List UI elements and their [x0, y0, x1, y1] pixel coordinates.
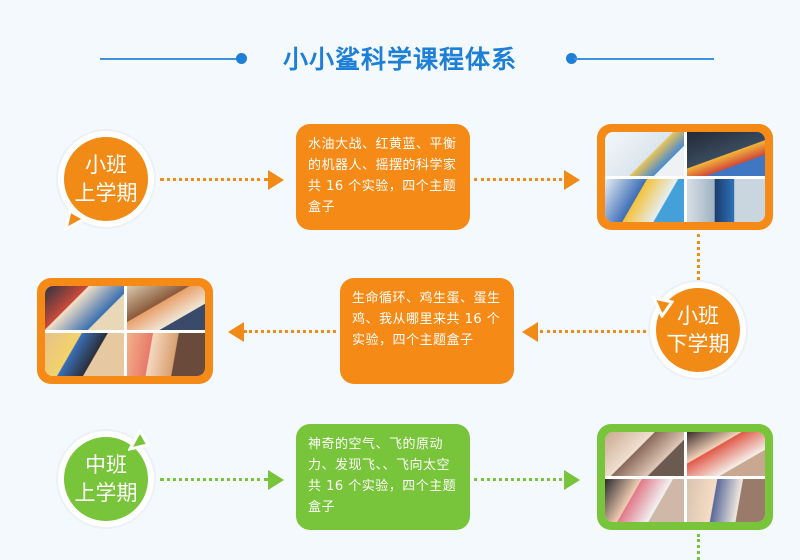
- stage-3-badge-line2: 上学期: [74, 481, 138, 505]
- photo-cell: [605, 478, 684, 522]
- stage-1-photo: [597, 124, 773, 230]
- stage-2-arrow-a: [522, 322, 538, 342]
- stage-1-badge-line1: 小班: [85, 153, 127, 177]
- stage-1-badge: 小班 上学期: [58, 131, 154, 227]
- title-right-dot: [566, 53, 577, 64]
- photo-cell: [126, 332, 205, 376]
- stage-3-connector-b: [474, 478, 562, 481]
- stage-2-connector-a: [540, 330, 646, 333]
- photo-cell: [686, 132, 765, 176]
- page-title: 小小鲨科学课程体系: [282, 45, 517, 74]
- stage-3-photo: [597, 424, 773, 530]
- stage-3-arrow-b: [564, 470, 580, 490]
- stage-2-badge: 小班 下学期: [650, 282, 746, 378]
- stage-3-badge-line1: 中班: [85, 453, 127, 477]
- photo-cell: [605, 432, 684, 476]
- photo-cell: [45, 332, 124, 376]
- stage-1-arrow-b: [564, 170, 580, 190]
- title-left-dot: [236, 53, 247, 64]
- photo-cell: [686, 432, 765, 476]
- title-right-line: [574, 58, 714, 60]
- children-experiment-photo-collage-icon: [605, 432, 765, 522]
- stage-1-connector-b: [474, 178, 562, 181]
- stage-1-description: 水油大战、红黄蓝、平衡的机器人、摇摆的科学家共 16 个实验，四个主题盒子: [296, 124, 470, 230]
- photo-cell: [605, 132, 684, 176]
- stage-2-photo: [37, 278, 213, 384]
- stage-3-description: 神奇的空气、飞的原动力、发现飞、、飞向太空共 16 个实验，四个主题盒子: [296, 424, 470, 530]
- stage-3-badge-tail: [128, 429, 150, 451]
- stage-1-badge-line2: 上学期: [74, 181, 138, 205]
- stage-1-to-2-connector: [697, 234, 700, 280]
- stage-2-badge-tail: [652, 296, 674, 318]
- photo-cell: [686, 478, 765, 522]
- title-banner: 小小鲨科学课程体系: [0, 36, 800, 80]
- stage-1-arrow-a: [268, 170, 284, 190]
- stage-2-description: 生命循环、鸡生蛋、蛋生鸡、我从哪里来共 16 个实验，四个主题盒子: [340, 278, 514, 384]
- stage-3-connector-a: [160, 478, 268, 481]
- stage-1-badge-tail: [64, 209, 86, 231]
- stage-3-down-connector: [697, 534, 700, 560]
- stage-2-badge-line1: 小班: [677, 304, 719, 328]
- stage-2-connector-b: [244, 330, 336, 333]
- children-crafts-photo-collage-icon: [45, 286, 205, 376]
- stage-2-badge-line2: 下学期: [666, 332, 730, 356]
- photo-cell: [605, 178, 684, 222]
- stage-3-arrow-a: [268, 470, 284, 490]
- stage-2-arrow-b: [228, 322, 244, 342]
- photo-cell: [686, 178, 765, 222]
- title-left-line: [100, 58, 240, 60]
- stage-1-connector-a: [160, 178, 268, 181]
- science-experiment-photo-collage-icon: [605, 132, 765, 222]
- photo-cell: [45, 286, 124, 330]
- photo-cell: [126, 286, 205, 330]
